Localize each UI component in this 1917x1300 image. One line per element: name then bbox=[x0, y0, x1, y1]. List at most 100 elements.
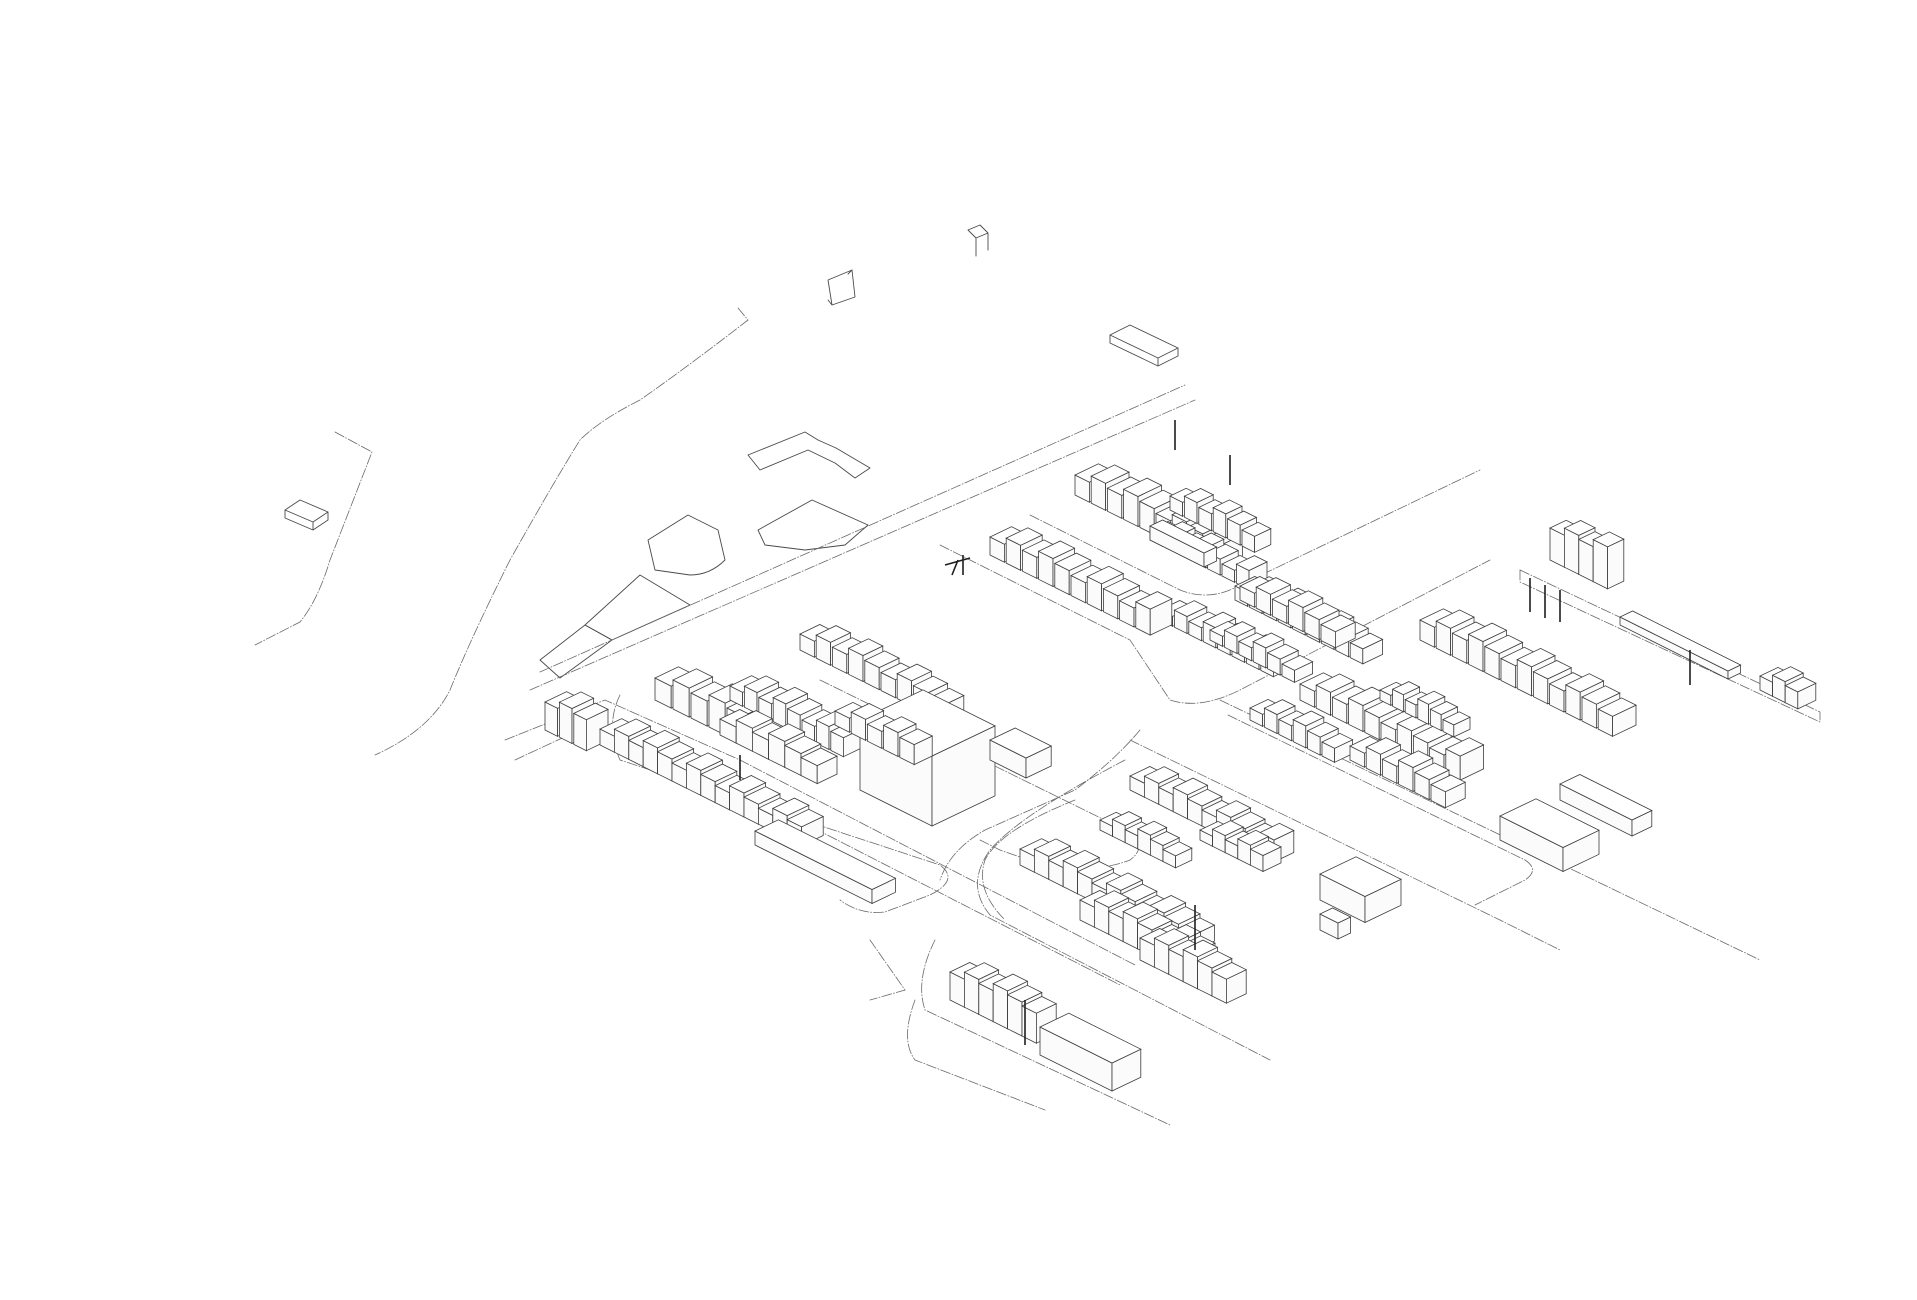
building-roof bbox=[754, 819, 897, 890]
building-block bbox=[1597, 697, 1637, 737]
building-roof bbox=[1006, 984, 1043, 1003]
building-roof bbox=[1122, 901, 1159, 920]
east-road-lower bbox=[1227, 714, 1533, 906]
small-pad-west bbox=[284, 499, 329, 531]
building-roof bbox=[1467, 622, 1508, 642]
building-roof bbox=[1306, 721, 1340, 738]
building-roof bbox=[1442, 711, 1471, 726]
building-roof bbox=[1153, 928, 1190, 946]
building-roof bbox=[1320, 614, 1357, 633]
building-roof bbox=[1532, 660, 1573, 680]
building-roof bbox=[1321, 732, 1354, 749]
building-roof bbox=[1581, 685, 1621, 705]
building-block bbox=[1134, 591, 1173, 636]
building-roof bbox=[1093, 890, 1130, 908]
building-block bbox=[1319, 907, 1352, 940]
building-roof bbox=[1202, 611, 1237, 629]
avenue-main-north bbox=[539, 384, 1186, 673]
building-roof bbox=[1102, 577, 1141, 597]
building-block bbox=[1559, 774, 1653, 837]
building-block bbox=[1281, 654, 1314, 683]
building-roof bbox=[1149, 519, 1218, 554]
cross-street-a-west bbox=[939, 544, 1491, 704]
long-pad-north bbox=[1109, 324, 1179, 367]
building-roof bbox=[783, 735, 822, 754]
building-block bbox=[1442, 711, 1471, 738]
rounded-plaza bbox=[757, 499, 869, 551]
building-roof bbox=[1319, 907, 1352, 924]
building-roof bbox=[1365, 737, 1402, 755]
building-roof bbox=[1483, 634, 1524, 655]
small-marker-north bbox=[967, 224, 989, 257]
road-going-south bbox=[977, 759, 1271, 1061]
building-roof bbox=[1416, 690, 1446, 705]
building-roof bbox=[558, 691, 595, 709]
building-block bbox=[1430, 774, 1467, 809]
bent-strip bbox=[747, 431, 871, 479]
building-roof bbox=[1163, 906, 1201, 925]
building-roof bbox=[989, 727, 1053, 759]
building-roof bbox=[642, 729, 681, 749]
building-block bbox=[754, 819, 897, 905]
building-roof bbox=[1223, 621, 1256, 637]
building-roof bbox=[1076, 861, 1115, 880]
building-roof bbox=[1619, 610, 1742, 672]
road-going-south-2 bbox=[982, 799, 1076, 921]
building-roof bbox=[1136, 912, 1173, 931]
building-roof bbox=[1266, 643, 1300, 660]
building-roof bbox=[786, 698, 823, 716]
river-banks bbox=[254, 307, 749, 756]
building-roof bbox=[1173, 600, 1208, 617]
building-roof bbox=[1021, 996, 1058, 1014]
building-block bbox=[1211, 962, 1248, 1004]
building-side-left bbox=[1592, 538, 1608, 590]
avenue-main-south bbox=[529, 399, 1196, 691]
building-roof bbox=[1597, 697, 1637, 717]
building-roof bbox=[771, 797, 810, 817]
streets bbox=[504, 384, 1821, 1126]
building-block bbox=[1149, 519, 1218, 568]
east-road-upper bbox=[1519, 569, 1821, 723]
building-roof bbox=[1226, 510, 1258, 526]
building-roof bbox=[963, 962, 1000, 980]
building-roof bbox=[772, 686, 809, 705]
building-roof bbox=[1005, 527, 1044, 546]
building-roof bbox=[847, 638, 884, 656]
building-blocks bbox=[544, 463, 1817, 1092]
building-roof bbox=[1122, 477, 1163, 497]
building-roof bbox=[685, 752, 724, 771]
building-roof bbox=[1413, 762, 1450, 781]
building-roof bbox=[1186, 788, 1223, 807]
building-block bbox=[1320, 614, 1357, 649]
building-roof bbox=[1771, 666, 1805, 683]
building-roof bbox=[1281, 654, 1314, 671]
building-block bbox=[572, 702, 609, 752]
building-roof bbox=[1090, 464, 1130, 484]
building-roof bbox=[1241, 521, 1272, 537]
building-roof bbox=[572, 702, 609, 721]
building-side-left bbox=[992, 982, 1008, 1030]
building-roof bbox=[1235, 555, 1268, 571]
building-roof bbox=[1319, 856, 1402, 897]
building-roof bbox=[898, 728, 934, 746]
building-roof bbox=[1105, 872, 1144, 891]
accent-edge-10 bbox=[944, 555, 971, 576]
south-branch-b bbox=[921, 939, 1171, 1126]
building-roof bbox=[992, 973, 1029, 992]
building-side-left bbox=[559, 701, 573, 745]
building-roof bbox=[1212, 499, 1243, 515]
building-roof bbox=[613, 718, 652, 737]
scattered-objects bbox=[284, 224, 1179, 679]
building-roof bbox=[1292, 710, 1325, 727]
building-roof bbox=[815, 625, 852, 643]
building-roof bbox=[1564, 673, 1605, 693]
building-roof bbox=[896, 663, 933, 682]
building-block bbox=[1784, 676, 1817, 710]
building-block bbox=[1444, 737, 1485, 781]
building-roof bbox=[1148, 895, 1187, 914]
building-roof bbox=[863, 650, 900, 669]
building-block bbox=[989, 727, 1053, 779]
accent-edges bbox=[739, 420, 1691, 1045]
building-roof bbox=[1215, 800, 1252, 818]
building-roof bbox=[1255, 577, 1292, 595]
